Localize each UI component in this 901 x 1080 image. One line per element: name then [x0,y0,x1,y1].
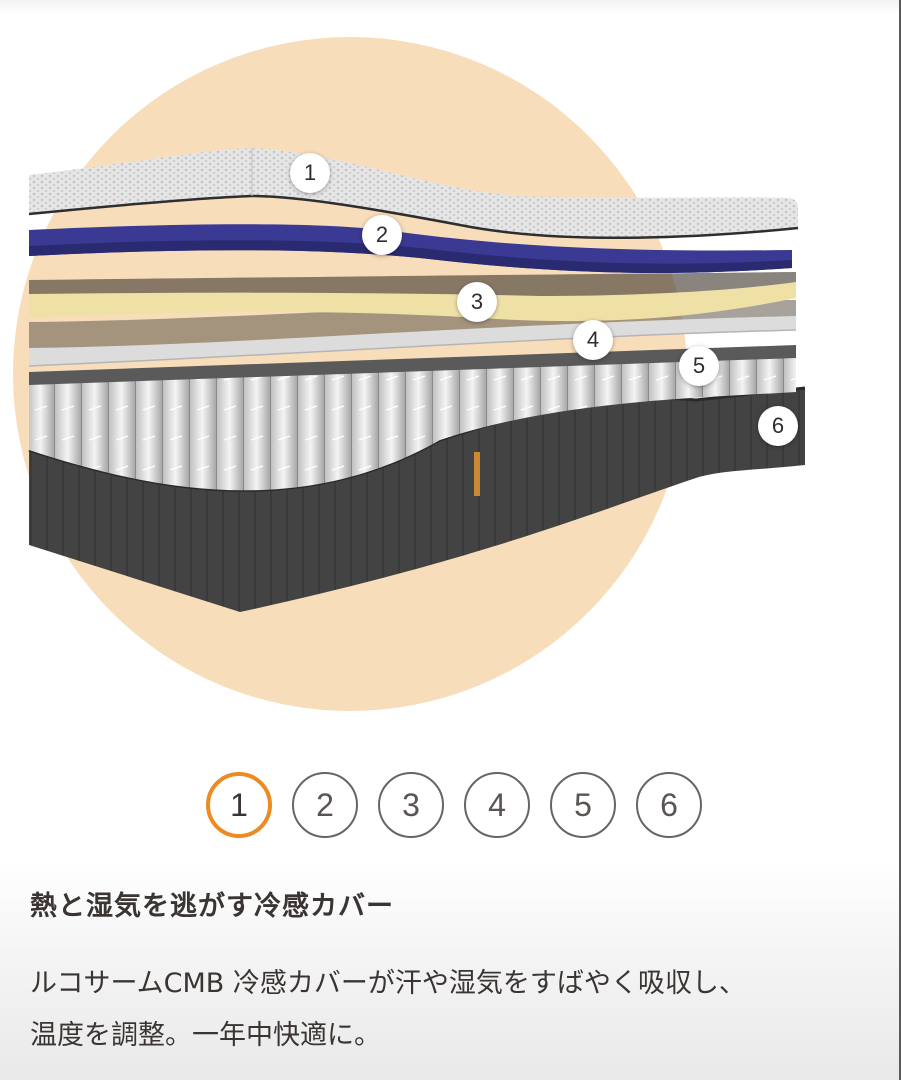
layer-description: ルコサームCMB 冷感カバーが汗や湿気をすばやく吸収し、 温度を調整。一年中快適… [30,958,890,1062]
layer-button-4[interactable]: 4 [464,772,530,838]
layer-marker-4: 4 [573,320,613,360]
layer-selector: 1 2 3 4 5 6 [206,772,702,838]
layer-marker-3: 3 [457,282,497,322]
mattress-illustration [13,37,806,711]
description-line-2: 温度を調整。一年中快適に。 [30,1020,381,1051]
description-line-1: ルコサームCMB 冷感カバーが汗や湿気をすばやく吸収し、 [30,968,746,999]
mattress-layers-illustration: 1 2 3 4 5 6 [13,37,806,711]
layer-marker-5: 5 [679,346,719,386]
layer-marker-1: 1 [290,153,330,193]
window-edge [899,0,901,1080]
layer-button-5[interactable]: 5 [550,772,616,838]
layer-marker-6: 6 [758,406,798,446]
layer-button-3[interactable]: 3 [378,772,444,838]
layer-button-2[interactable]: 2 [292,772,358,838]
layer-title: 熱と湿気を逃がす冷感カバー [30,891,394,922]
layer-button-6[interactable]: 6 [636,772,702,838]
brand-tag [474,452,480,496]
layer-button-1[interactable]: 1 [206,772,272,838]
layer-marker-2: 2 [362,215,402,255]
